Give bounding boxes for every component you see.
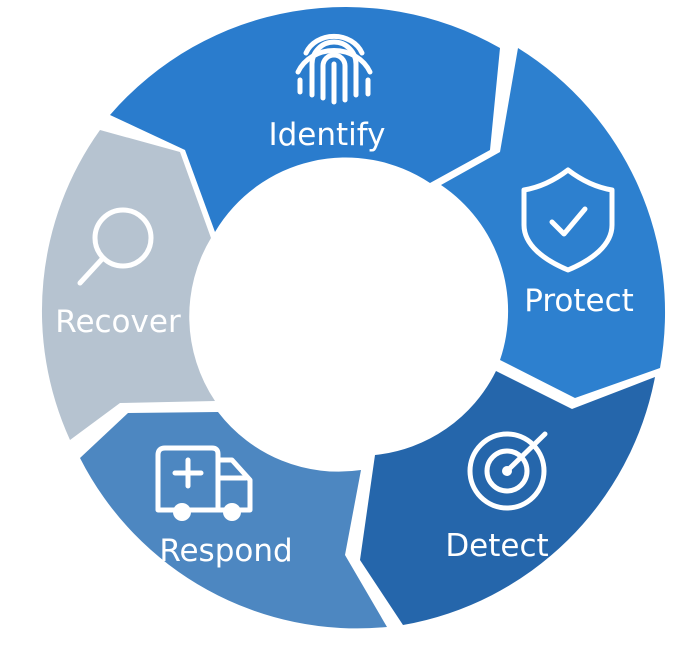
segment-detect (360, 371, 655, 625)
ambulance-icon (155, 445, 253, 521)
segment-label-protect: Protect (524, 283, 634, 319)
segment-label-respond: Respond (159, 533, 292, 569)
fingerprint-icon (295, 33, 373, 105)
segment-identify (110, 6, 500, 232)
segment-label-identify: Identify (268, 117, 385, 153)
segment-label-detect: Detect (445, 528, 548, 564)
shield-check-icon (521, 167, 615, 273)
segment-recover (41, 130, 215, 440)
segments (41, 6, 666, 629)
magnifier-icon (77, 207, 154, 286)
segment-label-recover: Recover (55, 304, 181, 340)
target-icon (467, 431, 548, 511)
